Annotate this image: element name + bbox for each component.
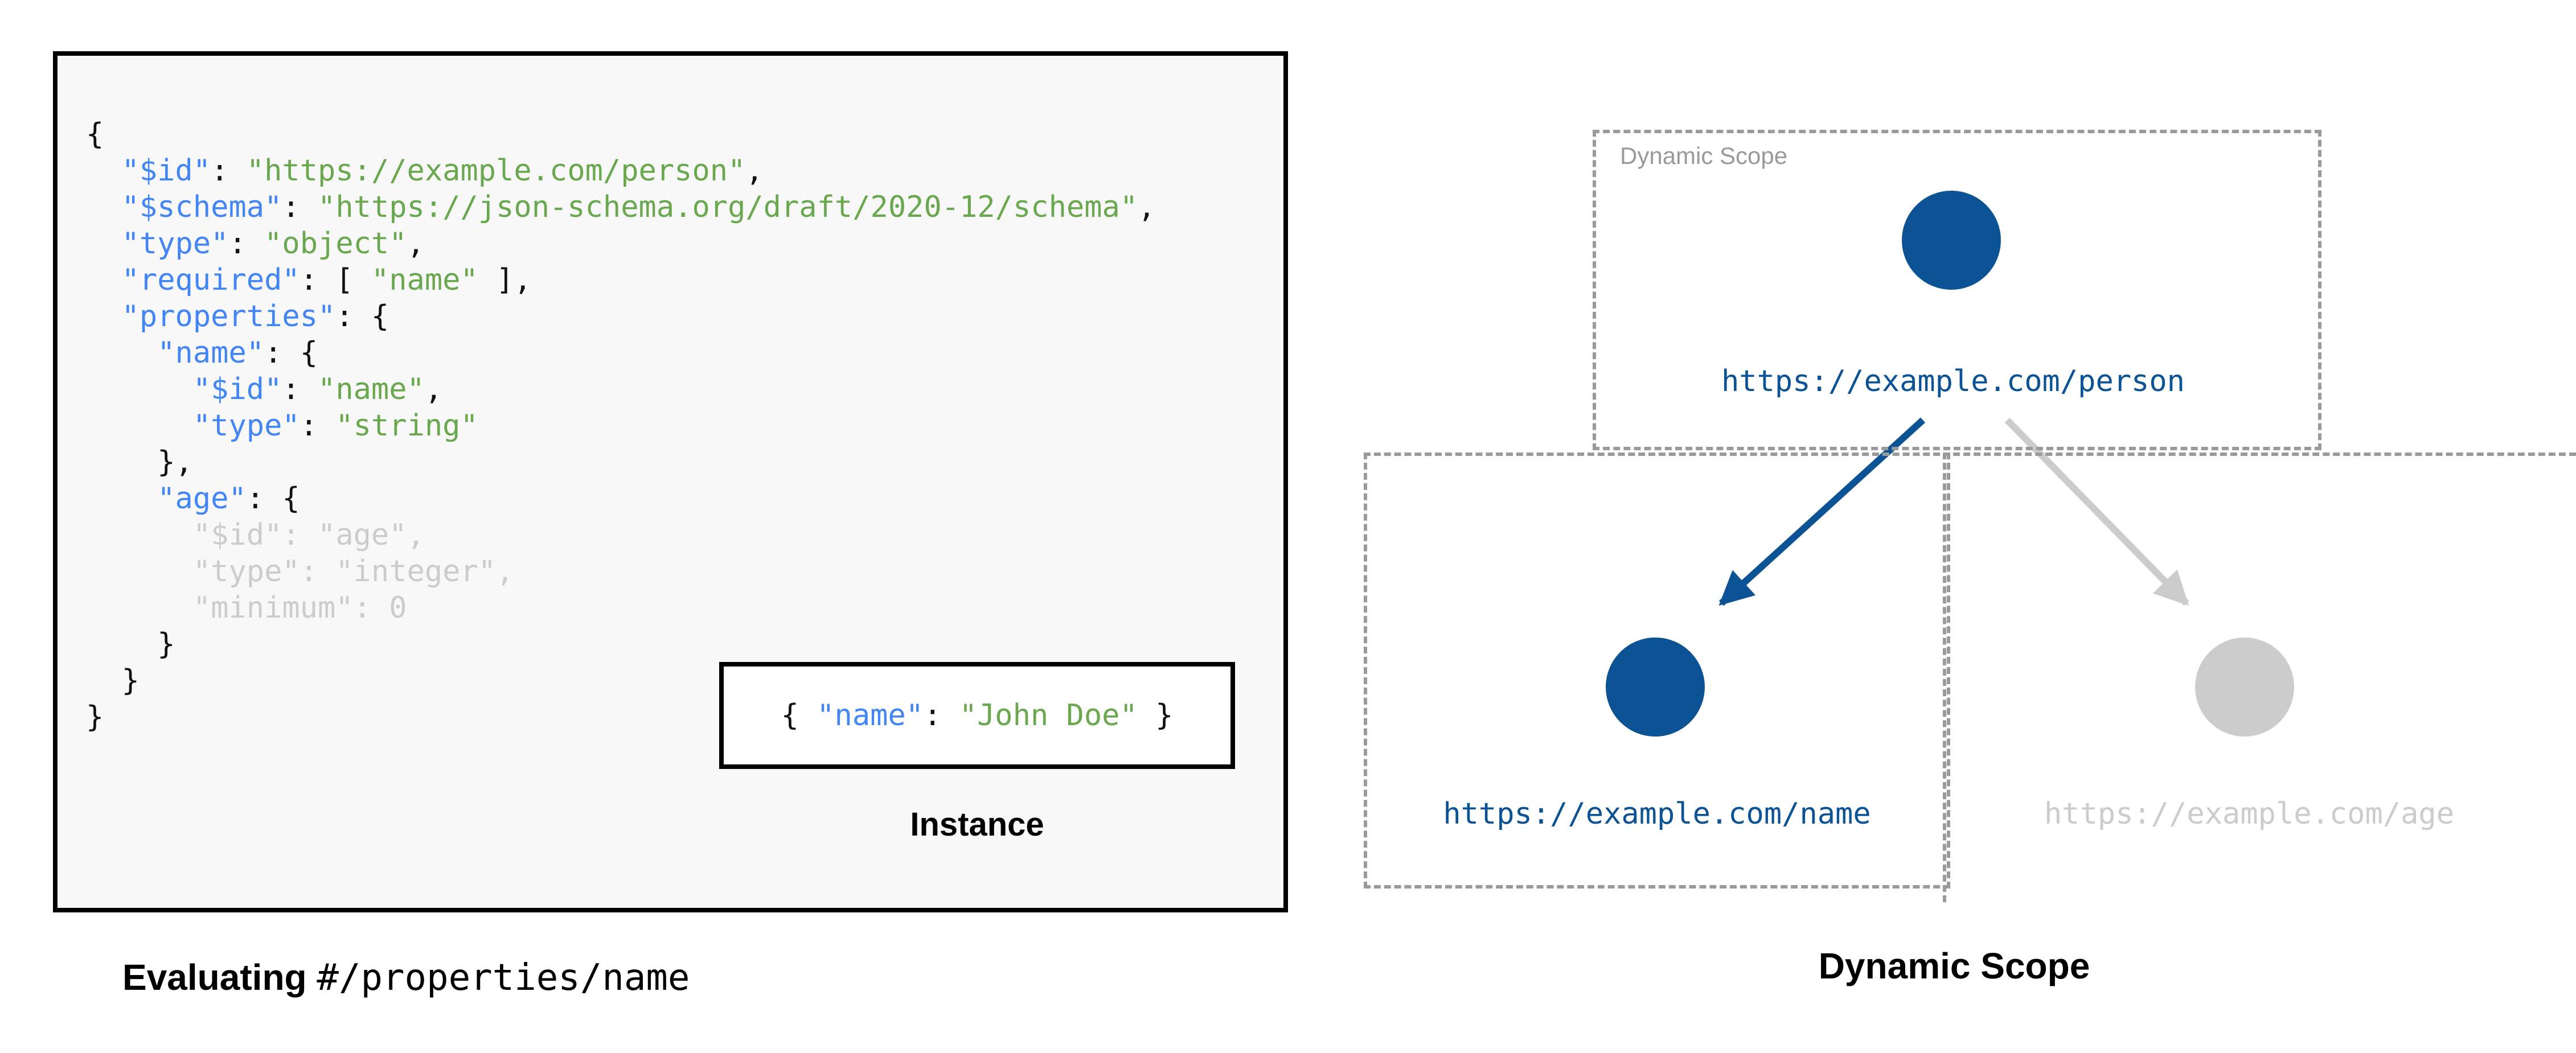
code-token: "https://json-schema.org/draft/2020-12/s… xyxy=(318,190,1138,224)
code-token: "$schema" xyxy=(121,190,282,224)
code-token xyxy=(86,227,122,261)
code-token: : xyxy=(211,154,247,188)
scope-figure-caption: Dynamic Scope xyxy=(1818,945,2090,986)
code-token: "string" xyxy=(335,409,478,443)
code-token xyxy=(86,263,122,297)
code-token: } xyxy=(86,664,140,698)
code-token: : xyxy=(282,518,318,552)
code-token: { xyxy=(781,698,817,733)
code-token: , xyxy=(407,227,425,261)
code-token: "type" xyxy=(192,554,300,589)
code-token: , xyxy=(424,372,443,406)
code-token: "$id" xyxy=(121,154,211,188)
code-token: "object" xyxy=(264,227,407,261)
schema-code-listing: { "$id": "https://example.com/person", "… xyxy=(86,116,1155,735)
code-token: : [ xyxy=(300,263,371,297)
code-token: : xyxy=(353,591,389,625)
code-token: } xyxy=(86,627,175,661)
code-token: "integer" xyxy=(335,554,497,589)
code-line: } xyxy=(86,700,104,734)
instance-box: { "name": "John Doe" } xyxy=(719,662,1235,769)
code-line: "$id": "name", xyxy=(86,372,442,406)
code-token: : xyxy=(282,372,318,406)
scope-box-label: Dynamic Scope xyxy=(1620,142,1788,169)
code-token: "properties" xyxy=(121,299,336,334)
code-line: "properties": { xyxy=(86,299,389,334)
instance-caption: Instance xyxy=(910,806,1044,843)
code-token: "required" xyxy=(121,263,300,297)
node-name-label: https://example.com/name xyxy=(1443,797,1871,831)
code-token xyxy=(86,190,122,224)
code-token: "age" xyxy=(157,482,247,516)
left-caption-pointer: #/properties/name xyxy=(317,957,690,999)
code-token: , xyxy=(496,554,514,589)
code-token: "name" xyxy=(157,336,265,370)
code-line: } xyxy=(86,627,175,661)
schema-code-panel: { "$id": "https://example.com/person", "… xyxy=(53,51,1288,912)
code-line: "$id": "age", xyxy=(86,518,425,552)
code-token xyxy=(86,154,122,188)
node-person-label: https://example.com/person xyxy=(1721,364,2185,398)
code-token xyxy=(86,482,157,516)
code-token: : xyxy=(228,227,265,261)
code-token: "name" xyxy=(318,372,425,406)
code-token: "type" xyxy=(192,409,300,443)
code-token xyxy=(86,336,157,370)
scope-box-name xyxy=(1364,453,1950,889)
code-token: } xyxy=(1137,698,1174,733)
dynamic-scope-diagram: Dynamic Scope https://example.com/person… xyxy=(1332,0,2576,1053)
code-token: , xyxy=(407,518,425,552)
code-token: : xyxy=(300,554,336,589)
code-token: "minimum" xyxy=(192,591,354,625)
code-token: }, xyxy=(86,445,193,479)
code-token: { xyxy=(86,117,104,151)
code-token: "name" xyxy=(817,698,924,733)
node-age-circle[interactable] xyxy=(2195,637,2294,737)
scope-box-root xyxy=(1593,130,2321,450)
code-token: , xyxy=(745,154,764,188)
left-figure-caption: Evaluating #/properties/name xyxy=(122,956,690,999)
code-token: : { xyxy=(246,482,300,516)
node-age-label: https://example.com/age xyxy=(2044,797,2455,831)
code-token xyxy=(86,591,193,625)
scope-box-age xyxy=(1943,453,2576,902)
code-token: } xyxy=(86,700,104,734)
code-line: "type": "string" xyxy=(86,409,478,443)
code-line: { xyxy=(86,117,104,151)
left-caption-bold: Evaluating xyxy=(122,957,317,998)
code-token: ], xyxy=(478,263,532,297)
code-token: : { xyxy=(264,336,318,370)
code-token xyxy=(86,554,193,589)
node-person-circle[interactable] xyxy=(1902,191,2001,290)
code-line: "$schema": "https://json-schema.org/draf… xyxy=(86,190,1156,224)
code-token xyxy=(86,518,193,552)
node-name-circle[interactable] xyxy=(1606,637,1705,737)
instance-code: { "name": "John Doe" } xyxy=(781,698,1174,733)
code-token xyxy=(86,372,193,406)
code-token: : { xyxy=(335,299,389,334)
code-line: "$id": "https://example.com/person", xyxy=(86,154,764,188)
code-token: "type" xyxy=(121,227,229,261)
code-token: : xyxy=(300,409,336,443)
code-line: "age": { xyxy=(86,482,300,516)
code-token: "https://example.com/person" xyxy=(246,154,746,188)
code-token: "John Doe" xyxy=(959,698,1138,733)
code-line: "type": "object", xyxy=(86,227,425,261)
code-token xyxy=(86,299,122,334)
code-token: "age" xyxy=(318,518,407,552)
code-token: 0 xyxy=(389,591,407,625)
code-token: , xyxy=(1138,190,1156,224)
code-token: "$id" xyxy=(192,372,282,406)
code-line: "type": "integer", xyxy=(86,554,514,589)
code-token: "name" xyxy=(371,263,478,297)
code-token: "$id" xyxy=(192,518,282,552)
code-token xyxy=(86,409,193,443)
code-line: "name": { xyxy=(86,336,318,370)
code-line: "required": [ "name" ], xyxy=(86,263,532,297)
code-line: } xyxy=(86,664,140,698)
code-token: : xyxy=(924,698,959,733)
code-token: : xyxy=(282,190,318,224)
code-line: }, xyxy=(86,445,193,479)
code-line: "minimum": 0 xyxy=(86,591,407,625)
